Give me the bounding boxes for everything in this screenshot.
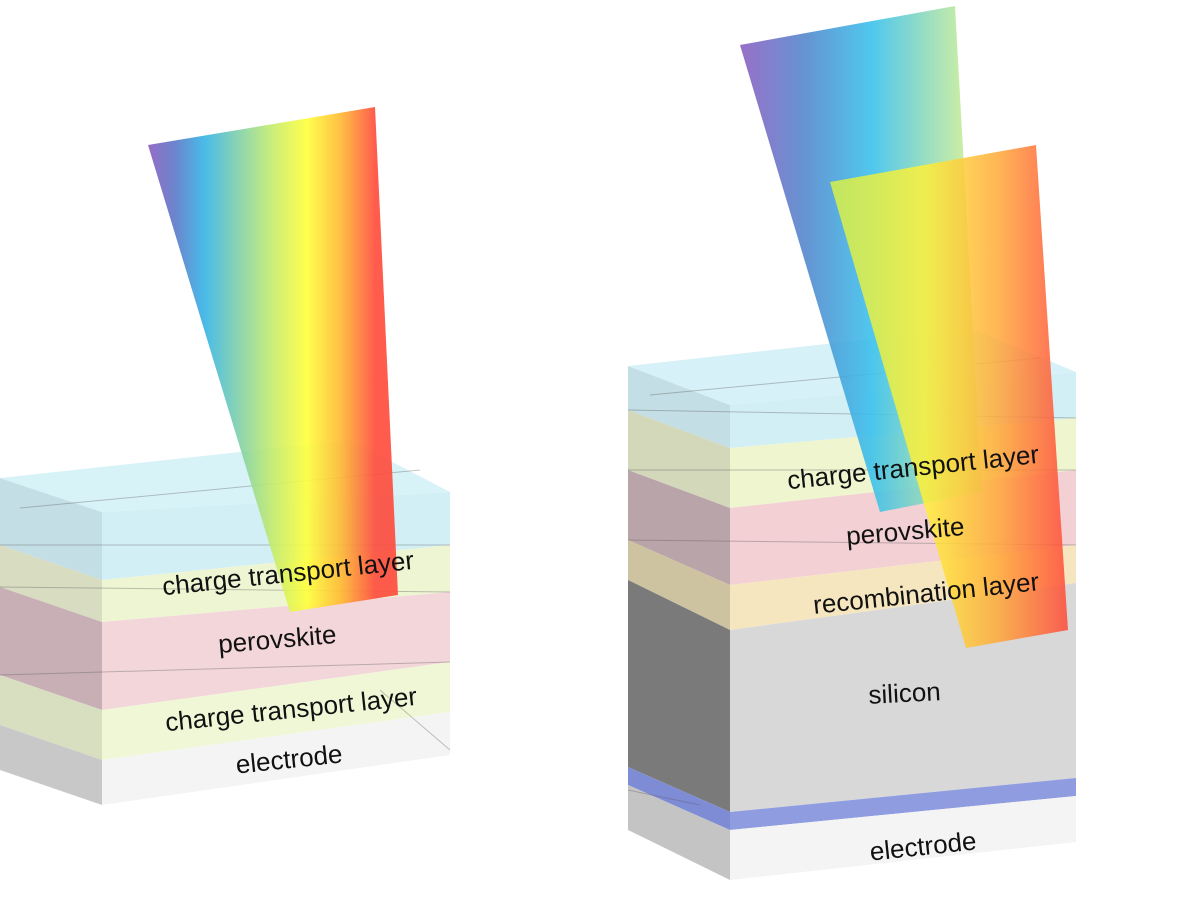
right-light-spectrum-long	[830, 145, 1068, 648]
left-cell: charge transport layer perovskite charge…	[0, 107, 451, 805]
left-electrode-side	[0, 725, 102, 805]
right-electrode-side	[628, 785, 730, 880]
right-back-contact-front	[730, 778, 1076, 830]
left-ctl-bottom-side	[0, 675, 102, 760]
right-silicon-side	[628, 580, 730, 812]
right-perovskite-side	[628, 470, 730, 585]
right-glass-side	[628, 366, 730, 448]
left-light-spectrum	[148, 107, 398, 612]
left-electrode-front	[102, 712, 450, 805]
left-perovskite-side	[0, 587, 102, 710]
right-cell: charge transport layer perovskite recomb…	[627, 6, 1077, 880]
right-back-contact-side	[628, 767, 730, 830]
right-recombination-side	[628, 540, 730, 630]
right-label-silicon: silicon	[868, 676, 942, 710]
right-ctl-top-side	[628, 410, 730, 508]
left-ctl-top-side	[0, 545, 102, 622]
left-ctl-bottom-front	[102, 662, 450, 760]
left-perovskite-front	[102, 592, 450, 710]
right-electrode-front	[730, 796, 1076, 880]
